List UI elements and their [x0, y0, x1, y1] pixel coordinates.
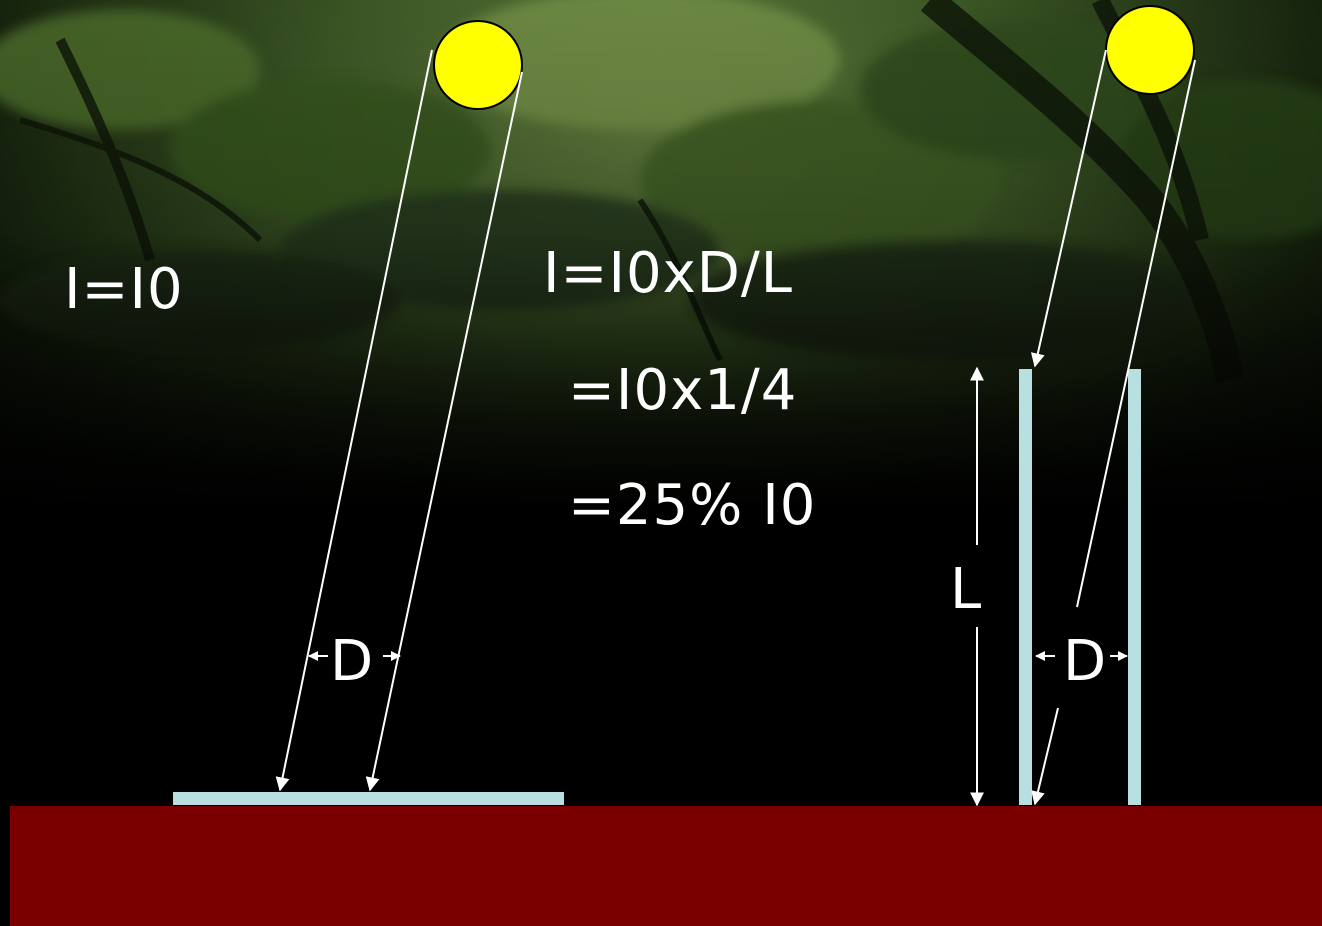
- sun-left: [433, 20, 523, 110]
- formula-line-1: I=I0xD/L: [543, 241, 793, 306]
- ground: [10, 806, 1322, 926]
- ray-right-2: [1076, 59, 1196, 608]
- formula-line-2: =I0x1/4: [568, 358, 798, 423]
- ray-right-1: [1030, 49, 1107, 368]
- vertical-surface-left: [1019, 369, 1032, 805]
- ray-left-2: [365, 71, 523, 792]
- ray-right-2b: [1031, 707, 1059, 806]
- vertical-surface-right: [1128, 369, 1141, 805]
- length-label: L: [950, 557, 982, 622]
- width-label-right: D: [1063, 629, 1107, 694]
- formula-line-3: =25% I0: [568, 473, 817, 538]
- width-label-left: D: [330, 629, 374, 694]
- formula-flat: I=I0: [64, 257, 184, 322]
- flat-surface: [173, 792, 564, 805]
- ray-left-1: [275, 49, 433, 792]
- sun-right: [1105, 5, 1195, 95]
